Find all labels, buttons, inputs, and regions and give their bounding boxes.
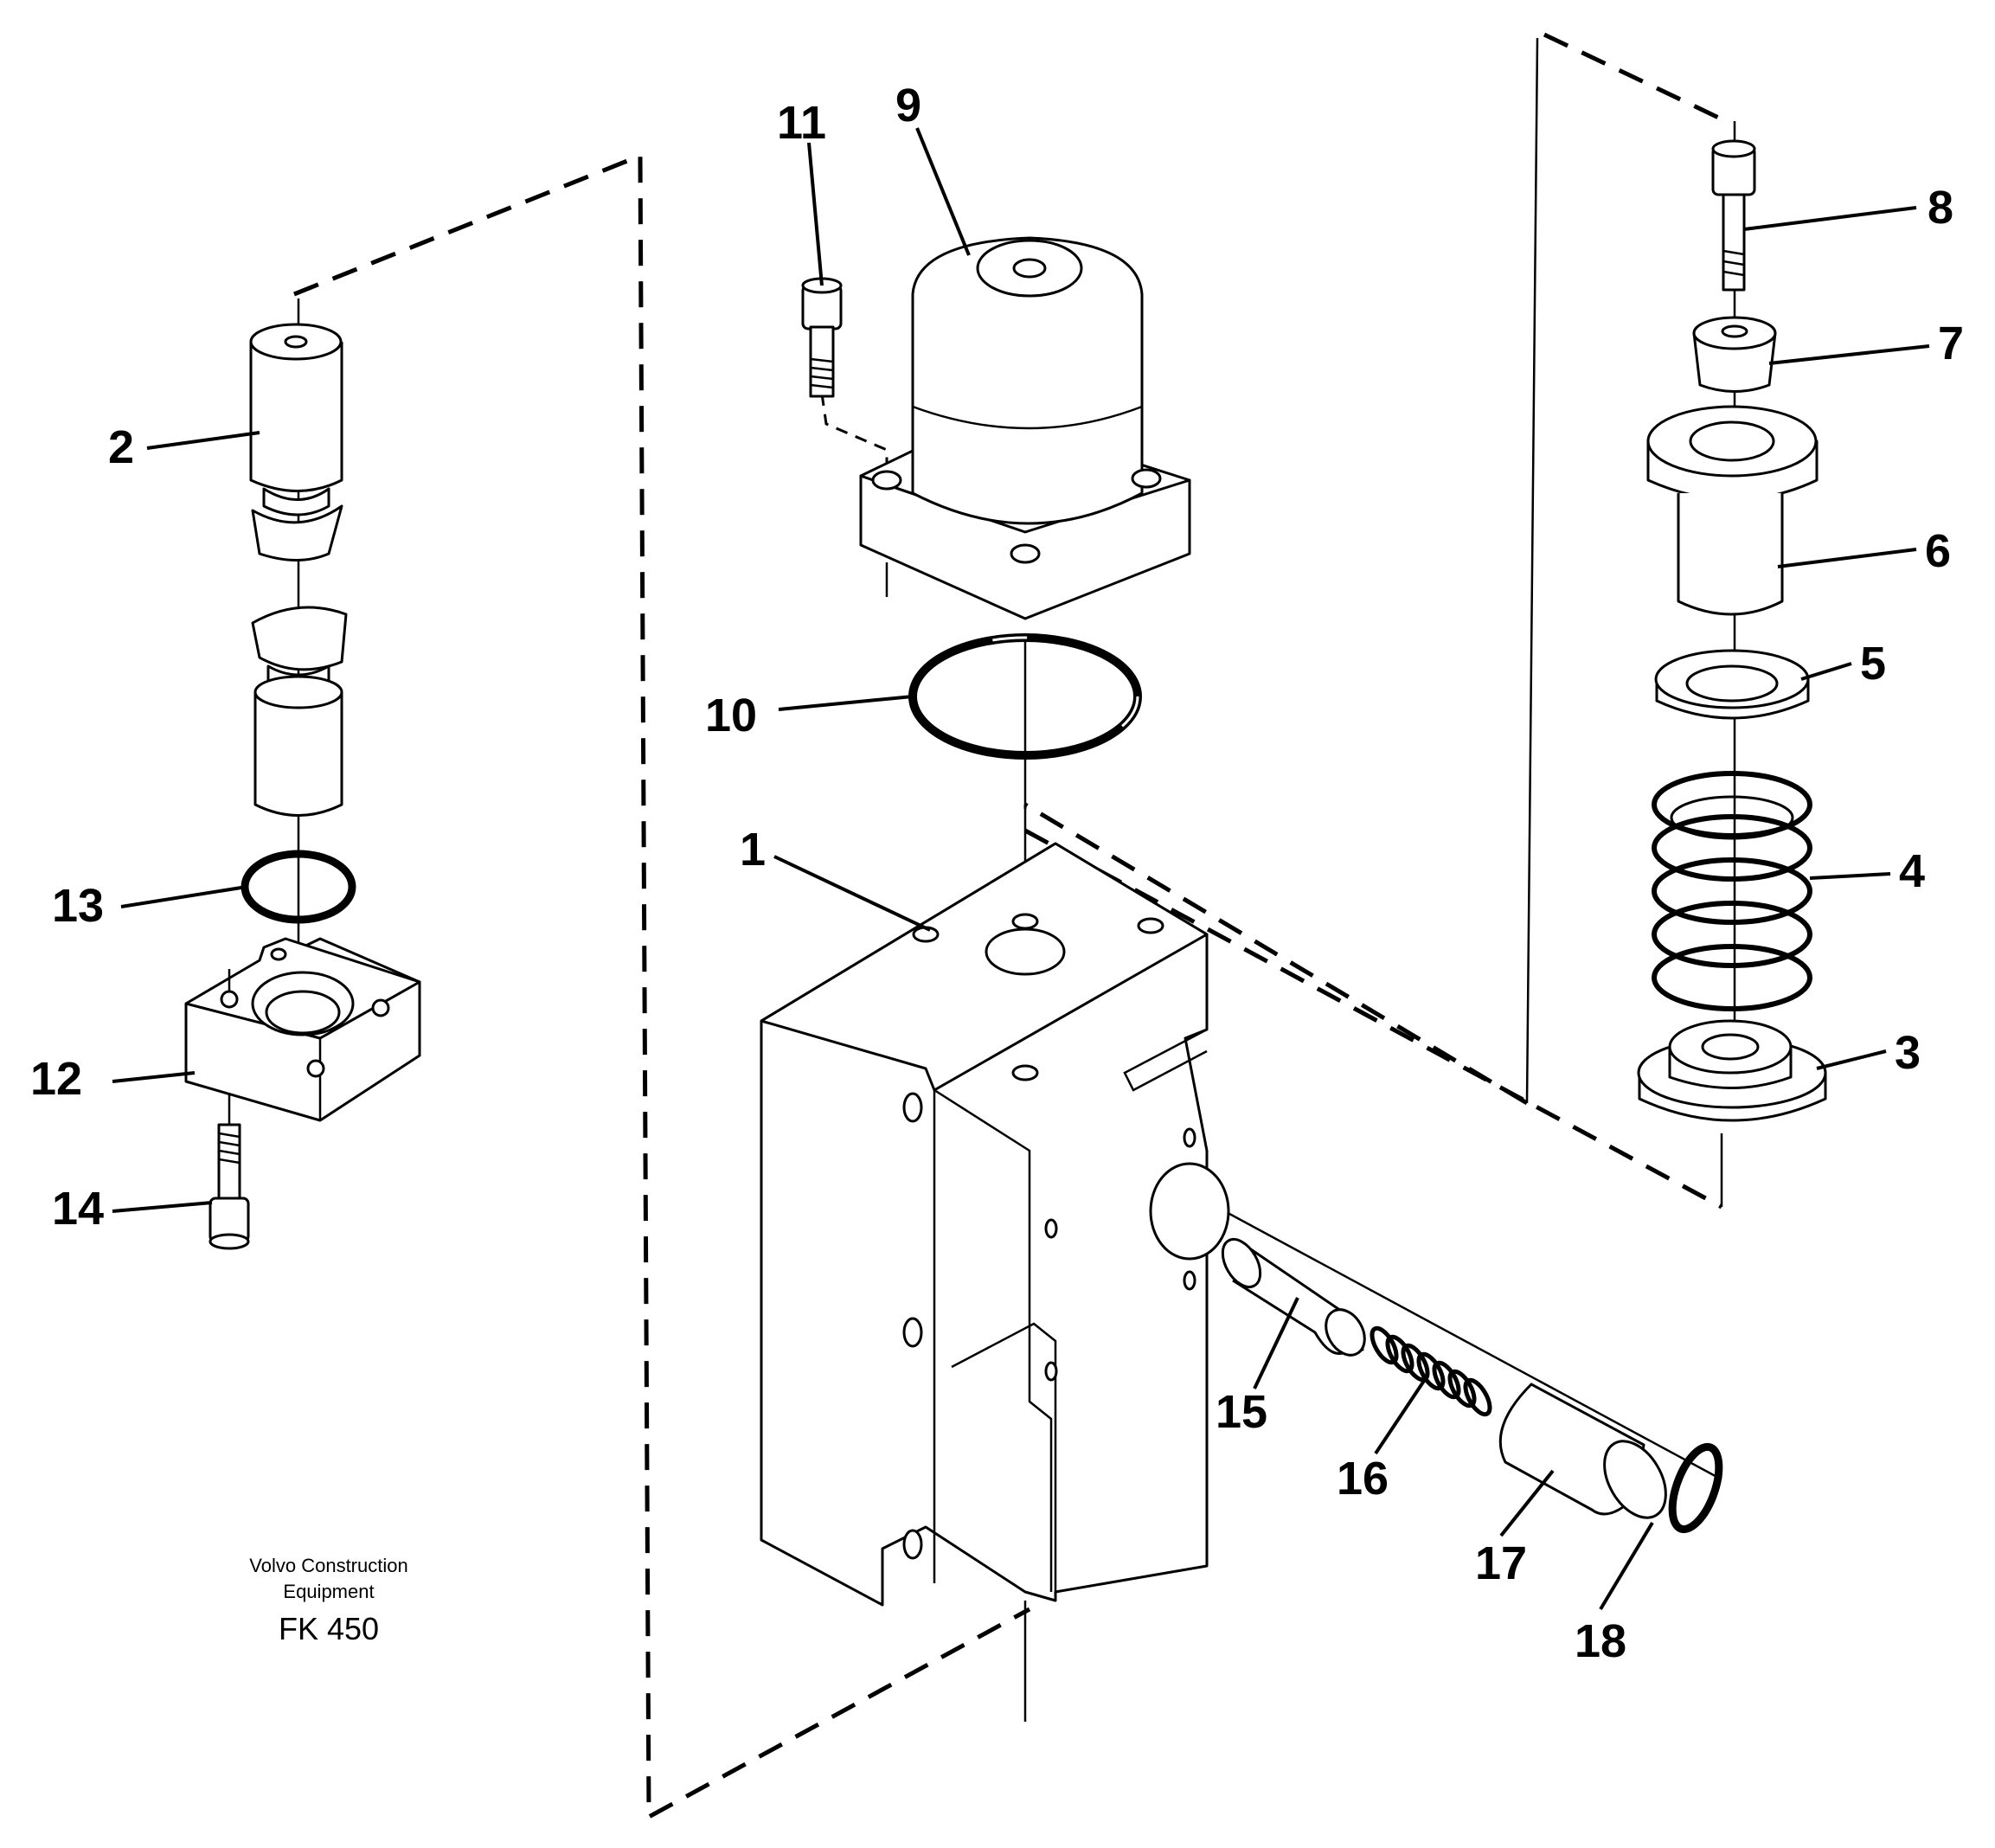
bolt-11 — [801, 277, 843, 398]
callout-13: 13 — [52, 880, 104, 932]
side-valve — [1221, 1238, 1723, 1534]
callout-4: 4 — [1899, 845, 1925, 897]
left-stack — [184, 323, 421, 1250]
callout-1: 1 — [740, 824, 766, 876]
callout-6: 6 — [1925, 525, 1951, 577]
leader-lines — [112, 127, 1930, 1611]
callout-15: 15 — [1216, 1386, 1267, 1438]
callout-7: 7 — [1938, 318, 1964, 369]
callout-10: 10 — [705, 690, 757, 741]
callout-9: 9 — [895, 80, 921, 132]
callout-8: 8 — [1928, 182, 1953, 234]
valve-body — [760, 842, 1230, 1607]
callout-2: 2 — [108, 421, 134, 473]
callout-14: 14 — [52, 1183, 104, 1235]
callout-5: 5 — [1860, 638, 1886, 690]
cover — [859, 236, 1191, 620]
callout-3: 3 — [1895, 1027, 1921, 1079]
caption-company: Volvo Construction — [249, 1555, 408, 1576]
caption-company-2: Equipment — [283, 1581, 375, 1602]
right-stack — [1637, 139, 1827, 1122]
callout-17: 17 — [1475, 1537, 1527, 1589]
caption-code: FK 450 — [278, 1611, 380, 1646]
callout-11: 11 — [777, 97, 826, 149]
callout-labels: 1 2 3 4 5 6 7 8 9 10 11 12 13 14 15 16 1… — [30, 80, 1964, 1667]
callout-16: 16 — [1337, 1453, 1389, 1505]
callout-12: 12 — [30, 1053, 82, 1105]
callout-18: 18 — [1575, 1615, 1626, 1667]
